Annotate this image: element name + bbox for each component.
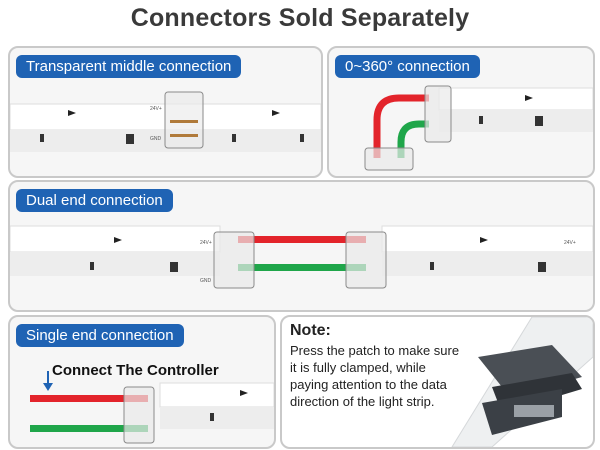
arrow-icon: [480, 237, 488, 243]
panel-rotate-connection: 0~360° connection: [327, 46, 595, 178]
strip-illustration: 24V+ 24V+ GND: [10, 225, 593, 289]
gnd-label: GND: [200, 278, 212, 284]
panel-single-end: Single end connection: [8, 315, 276, 449]
panel-note: [280, 315, 595, 449]
voltage-label: 24V+: [564, 240, 576, 246]
tag-dual-end: Dual end connection: [16, 189, 173, 212]
arrow-icon: [68, 110, 76, 116]
gnd-label: GND: [150, 136, 162, 142]
voltage-label: 24V+: [200, 240, 212, 246]
note-body: Press the patch to make sure it is fully…: [290, 343, 460, 409]
arrow-icon: [240, 390, 248, 396]
strip-illustration: [30, 371, 274, 444]
arrow-icon: [525, 95, 533, 101]
panel-transparent-middle: 24V+ GND Transparent middle connection: [8, 46, 323, 178]
page-title: Connectors Sold Separately: [130, 4, 470, 32]
voltage-label: 24V+: [150, 106, 162, 112]
tag-rotate-connection: 0~360° connection: [335, 55, 480, 78]
note-title: Note:: [290, 322, 331, 339]
arrow-icon: [272, 110, 280, 116]
connector-photo: [451, 317, 593, 447]
strip-illustration: 24V+ GND: [10, 91, 321, 152]
controller-label: Connect The Controller: [52, 362, 219, 379]
down-arrow-icon: [43, 383, 53, 391]
strip-illustration: [364, 85, 593, 171]
panel-dual-end: 24V+ 24V+ GND Dual end connection: [8, 180, 595, 312]
arrow-icon: [114, 237, 122, 243]
tag-single-end: Single end connection: [16, 324, 184, 347]
tag-transparent-middle: Transparent middle connection: [16, 55, 242, 78]
